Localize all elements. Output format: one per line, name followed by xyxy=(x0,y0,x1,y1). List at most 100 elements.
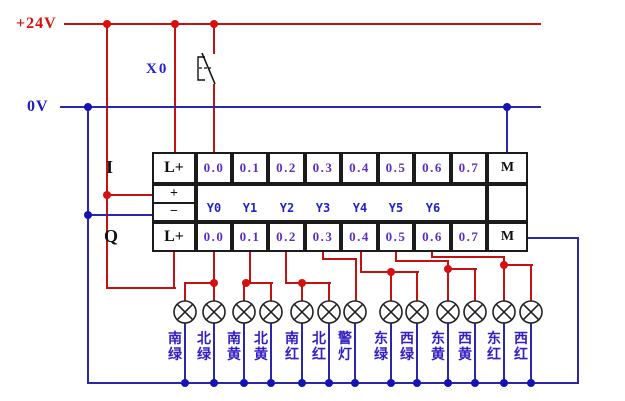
lamp-return xyxy=(474,322,476,383)
lamp-north-red-icon xyxy=(317,300,341,324)
wire-switch-top xyxy=(213,23,215,54)
junction xyxy=(387,379,395,387)
input-row-label: I xyxy=(106,157,114,177)
sensor-supply-plus: + xyxy=(152,184,196,204)
lamp-east-yellow-icon xyxy=(436,300,460,324)
lamp-return xyxy=(243,322,245,383)
lamp-north-green-label: 北绿 xyxy=(197,330,211,362)
switch-x0-label: X0 xyxy=(146,61,169,77)
wire xyxy=(416,271,418,302)
wire-left-drop xyxy=(106,23,108,289)
wire-qlplus-riser xyxy=(173,250,175,289)
wire xyxy=(431,250,433,258)
lamp-west-yellow-label: 西黄 xyxy=(458,330,472,362)
lamp-west-red-icon xyxy=(519,300,543,324)
wire-qm-drop xyxy=(577,237,579,384)
wire xyxy=(213,250,215,302)
x0-contact-icon xyxy=(197,52,216,85)
wire xyxy=(328,282,330,302)
lamp-north-yellow-label: 北黄 xyxy=(254,330,268,362)
wire xyxy=(447,260,449,302)
junction xyxy=(527,379,535,387)
lamp-south-yellow-icon xyxy=(232,300,256,324)
junction xyxy=(387,268,395,276)
output-terminal-0-4: 0.4 xyxy=(341,222,378,252)
input-terminal-0-2: 0.2 xyxy=(268,152,305,184)
junction xyxy=(325,379,333,387)
wire xyxy=(285,282,331,284)
output-terminal-0-1: 0.1 xyxy=(232,222,268,252)
lamp-north-green-icon xyxy=(202,300,226,324)
sensor-supply-minus: − xyxy=(152,202,196,222)
input-terminal-0-0: 0.0 xyxy=(196,152,232,184)
lamp-east-red-icon xyxy=(492,300,516,324)
junction xyxy=(103,20,111,28)
lamp-south-red-icon xyxy=(290,300,314,324)
lamp-east-green-icon xyxy=(379,300,403,324)
lamp-south-green-label: 南绿 xyxy=(168,330,182,362)
lamp-return xyxy=(416,322,418,383)
y-label-5: Y5 xyxy=(388,201,404,215)
lamp-icons xyxy=(173,300,543,324)
lamp-return xyxy=(447,322,449,383)
junction xyxy=(84,103,92,111)
junction xyxy=(267,379,275,387)
junction xyxy=(210,379,218,387)
input-lplus-terminal: L+ xyxy=(152,152,196,184)
lamp-warning-label: 警灯 xyxy=(338,330,352,362)
junction xyxy=(298,379,306,387)
lamp-return xyxy=(503,322,505,383)
junction xyxy=(210,20,218,28)
wire xyxy=(474,268,476,302)
wire xyxy=(447,268,477,270)
output-row-label: Q xyxy=(104,226,119,246)
wire-left-neutral-drop xyxy=(87,106,89,384)
lamp-return xyxy=(301,322,303,383)
wire-minus-feed xyxy=(87,214,154,216)
wire xyxy=(322,250,324,260)
top-rail-24v xyxy=(64,23,541,25)
junction xyxy=(413,379,421,387)
lamp-north-red-label: 北红 xyxy=(312,330,326,362)
junction xyxy=(171,20,179,28)
lamp-south-green-icon xyxy=(173,300,197,324)
lamp-north-yellow-icon xyxy=(259,300,283,324)
wire xyxy=(285,250,287,284)
output-terminal-0-7: 0.7 xyxy=(451,222,487,252)
y-label-2: Y2 xyxy=(279,201,295,215)
wire-plus-feed xyxy=(106,194,154,196)
lamp-west-green-icon xyxy=(405,300,429,324)
junction xyxy=(210,279,218,287)
wire xyxy=(322,258,357,260)
junction xyxy=(500,379,508,387)
junction xyxy=(444,265,452,273)
input-terminal-0-4: 0.4 xyxy=(341,152,378,184)
lamp-west-red-label: 西红 xyxy=(514,330,528,362)
lamp-return xyxy=(354,322,356,383)
wire-switch-bottom xyxy=(213,84,215,154)
output-m-terminal: M xyxy=(487,222,528,252)
junction xyxy=(181,379,189,387)
wire-ilplus-drop xyxy=(174,23,176,154)
bottom-return-rail xyxy=(87,382,579,384)
input-terminal-0-7: 0.7 xyxy=(451,152,487,184)
y-label-band xyxy=(196,184,487,222)
wire xyxy=(270,282,272,302)
wire-qm-out xyxy=(526,237,579,239)
wire xyxy=(249,250,251,284)
wire xyxy=(395,260,449,262)
wire-im-drop xyxy=(506,106,508,154)
y-label-6: Y6 xyxy=(425,201,441,215)
wire xyxy=(530,264,532,302)
wire xyxy=(184,282,215,284)
lamp-west-yellow-icon xyxy=(463,300,487,324)
plus24v-label: +24V xyxy=(16,15,57,32)
y-label-1: Y1 xyxy=(242,201,258,215)
wire xyxy=(243,282,245,302)
wire xyxy=(243,282,273,284)
lamp-return xyxy=(530,322,532,383)
output-lplus-terminal: L+ xyxy=(152,222,196,252)
lamp-return xyxy=(270,322,272,383)
junction xyxy=(351,379,359,387)
